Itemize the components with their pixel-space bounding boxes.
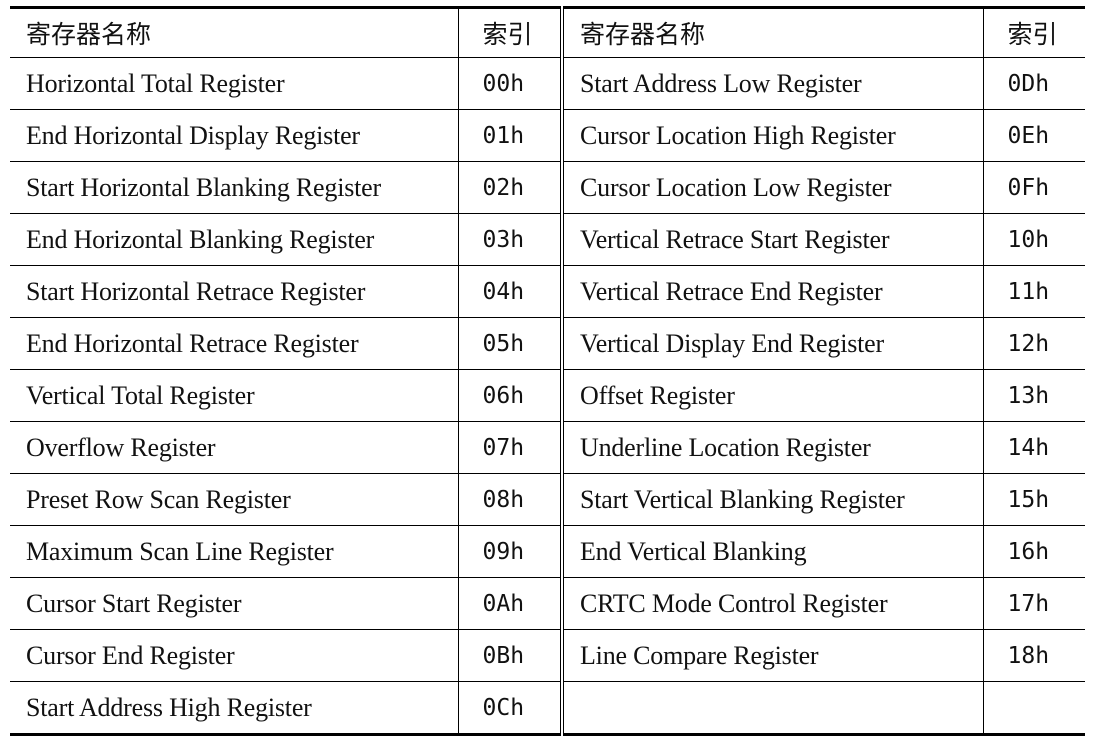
register-name-cell: Cursor End Register: [10, 629, 458, 682]
register-name-cell: End Vertical Blanking: [560, 525, 983, 578]
register-name-cell: End Horizontal Retrace Register: [10, 317, 458, 370]
header-register-name-right: 寄存器名称: [560, 7, 983, 58]
register-index-cell: 12h: [982, 317, 1085, 370]
register-index-cell: 0Dh: [982, 57, 1085, 110]
header-index-left: 索引: [457, 7, 562, 58]
register-index-cell: 0Bh: [457, 629, 562, 682]
register-index-cell: 08h: [457, 473, 562, 526]
register-name-cell: Cursor Location Low Register: [560, 161, 983, 214]
table-row: Start Address High Register 0Ch: [10, 681, 1085, 735]
register-index-cell: 18h: [982, 629, 1085, 682]
register-index-cell: 0Ah: [457, 577, 562, 630]
register-index-cell: 01h: [457, 109, 562, 162]
header-index-right: 索引: [982, 7, 1085, 58]
register-name-cell: [560, 681, 983, 735]
register-index-cell: 0Eh: [982, 109, 1085, 162]
register-index-cell: 0Fh: [982, 161, 1085, 214]
register-name-cell: Start Horizontal Blanking Register: [10, 161, 458, 214]
register-name-cell: Start Horizontal Retrace Register: [10, 265, 458, 318]
register-name-cell: Vertical Total Register: [10, 369, 458, 422]
register-index-cell: 0Ch: [457, 681, 562, 735]
register-name-cell: Preset Row Scan Register: [10, 473, 458, 526]
register-index-cell: 10h: [982, 213, 1085, 266]
register-name-cell: Vertical Retrace End Register: [560, 265, 983, 318]
register-index-cell: 14h: [982, 421, 1085, 474]
register-name-cell: Cursor Location High Register: [560, 109, 983, 162]
register-name-cell: Start Address Low Register: [560, 57, 983, 110]
register-index-cell: 11h: [982, 265, 1085, 318]
register-name-cell: End Horizontal Display Register: [10, 109, 458, 162]
register-name-cell: CRTC Mode Control Register: [560, 577, 983, 630]
register-name-cell: Start Vertical Blanking Register: [560, 473, 983, 526]
register-index-cell: 06h: [457, 369, 562, 422]
header-register-name-left: 寄存器名称: [10, 7, 458, 58]
register-index-cell: [982, 681, 1085, 735]
register-name-cell: Overflow Register: [10, 421, 458, 474]
register-index-cell: 17h: [982, 577, 1085, 630]
register-index-cell: 05h: [457, 317, 562, 370]
register-name-cell: Vertical Display End Register: [560, 317, 983, 370]
register-name-cell: Line Compare Register: [560, 629, 983, 682]
register-name-cell: Maximum Scan Line Register: [10, 525, 458, 578]
register-table: 寄存器名称 索引 寄存器名称 索引 Horizontal Total Regis…: [10, 6, 1085, 736]
register-index-cell: 04h: [457, 265, 562, 318]
register-name-cell: Cursor Start Register: [10, 577, 458, 630]
register-index-cell: 13h: [982, 369, 1085, 422]
header-row: 寄存器名称 索引 寄存器名称 索引: [10, 7, 1085, 58]
register-index-cell: 02h: [457, 161, 562, 214]
register-name-cell: Horizontal Total Register: [10, 57, 458, 110]
register-name-cell: Underline Location Register: [560, 421, 983, 474]
register-index-cell: 00h: [457, 57, 562, 110]
register-index-cell: 07h: [457, 421, 562, 474]
register-index-cell: 09h: [457, 525, 562, 578]
register-index-cell: 15h: [982, 473, 1085, 526]
register-name-cell: Vertical Retrace Start Register: [560, 213, 983, 266]
register-name-cell: Start Address High Register: [26, 692, 312, 722]
register-index-cell: 16h: [982, 525, 1085, 578]
register-name-cell: Offset Register: [560, 369, 983, 422]
register-name-cell: End Horizontal Blanking Register: [10, 213, 458, 266]
register-index-cell: 03h: [457, 213, 562, 266]
